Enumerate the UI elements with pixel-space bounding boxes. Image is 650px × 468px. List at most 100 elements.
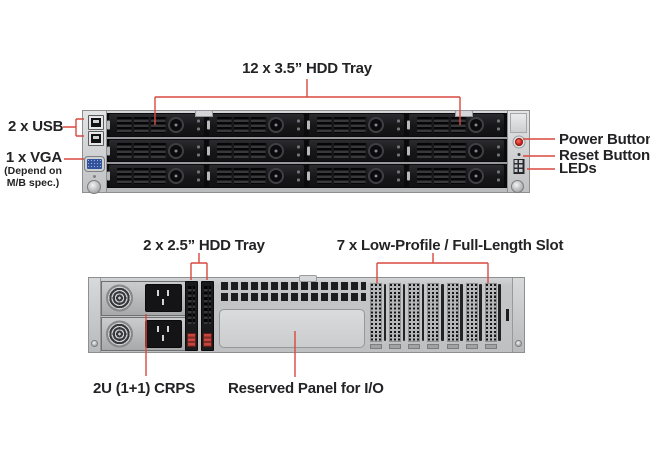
tray-led bbox=[497, 119, 500, 123]
vent-grid bbox=[221, 282, 366, 304]
tray-vent-grille bbox=[217, 142, 267, 159]
thumbscrew bbox=[87, 180, 101, 194]
psu-fan-grille bbox=[106, 320, 133, 348]
tray-led-indicators bbox=[497, 170, 500, 182]
tray-lock-knob bbox=[468, 116, 484, 133]
vga-note-line1: (Depend on bbox=[4, 165, 62, 177]
tray-led-indicators bbox=[197, 145, 200, 156]
ear-badge-plate bbox=[510, 113, 527, 133]
tray-vent-grille bbox=[317, 168, 367, 185]
hdd-tray-3-5 bbox=[409, 165, 504, 188]
pcie-slot bbox=[484, 281, 503, 351]
inlet-pin bbox=[167, 290, 169, 297]
tray-led-indicators bbox=[397, 119, 400, 131]
tray-led bbox=[497, 145, 500, 148]
tray-led bbox=[497, 178, 500, 182]
crps-label: 2U (1+1) CRPS bbox=[93, 380, 196, 397]
tray-led-indicators bbox=[397, 145, 400, 156]
front-bay-row bbox=[107, 162, 507, 189]
psu-module bbox=[101, 316, 191, 351]
pcie-slot bbox=[407, 281, 426, 351]
tray-lock-knob bbox=[168, 142, 184, 159]
tray-vent-grille bbox=[117, 168, 167, 185]
screw bbox=[515, 340, 522, 347]
tray-led-indicators bbox=[397, 170, 400, 182]
slot-divider bbox=[498, 284, 501, 341]
slot-divider bbox=[441, 284, 444, 341]
tray-lock-knob bbox=[168, 116, 184, 133]
power-button-label: Power Button bbox=[559, 131, 650, 148]
tray-vent-grille bbox=[217, 117, 267, 133]
hdd-tray-3-5 bbox=[309, 114, 404, 136]
front-drive-bays bbox=[107, 113, 507, 189]
tray-led bbox=[197, 153, 200, 156]
tray-lock-knob bbox=[268, 168, 284, 185]
tray-lock-knob bbox=[468, 168, 484, 185]
inlet-pin bbox=[162, 299, 164, 306]
hdd-tray-3-5 bbox=[209, 139, 304, 162]
screw bbox=[91, 340, 98, 347]
power-button bbox=[514, 138, 523, 146]
slot-divider bbox=[479, 284, 482, 341]
front-tray-label: 12 x 3.5” HDD Tray bbox=[242, 60, 372, 77]
tray-led-indicators bbox=[197, 170, 200, 182]
tray-vent-grille bbox=[317, 117, 367, 133]
pcie-slot bbox=[465, 281, 484, 351]
inlet-pin bbox=[157, 325, 159, 332]
pcie-slot-area bbox=[369, 281, 503, 351]
reserved-panel-label: Reserved Panel for I/O bbox=[228, 380, 384, 397]
tray-led-indicators bbox=[197, 119, 200, 131]
side-slit bbox=[506, 309, 509, 321]
tray-led bbox=[397, 127, 400, 131]
tray-led bbox=[197, 119, 200, 123]
tray-release-latch bbox=[187, 333, 196, 347]
tray-vent-grille bbox=[417, 142, 467, 159]
slot-vent-cover bbox=[484, 283, 497, 342]
tray-vent-grille bbox=[317, 142, 367, 159]
hdd-tray-3-5 bbox=[409, 139, 504, 162]
hdd-tray-2-5 bbox=[185, 281, 198, 351]
indicator-led bbox=[93, 175, 96, 178]
tray-led bbox=[197, 170, 200, 174]
tray-led-indicators bbox=[297, 119, 300, 131]
tray-led bbox=[397, 170, 400, 174]
tray-vent-slots bbox=[204, 286, 211, 324]
hdd-tray-3-5 bbox=[209, 114, 304, 136]
vga-port bbox=[85, 157, 104, 171]
vga-note-line2: M/B spec.) bbox=[6, 176, 60, 189]
psu-stack bbox=[101, 281, 191, 351]
tray-led bbox=[397, 119, 400, 123]
slot-divider bbox=[383, 284, 387, 341]
usb-label: 2 x USB bbox=[8, 118, 64, 135]
front-bay-row bbox=[107, 113, 507, 137]
hdd-tray-3-5 bbox=[409, 114, 504, 136]
rear-view-chassis bbox=[88, 275, 525, 353]
reset-button bbox=[517, 153, 520, 156]
hdd-tray-3-5 bbox=[109, 114, 204, 136]
reset-button-label: Reset Button bbox=[559, 147, 650, 164]
tray-lock-knob bbox=[368, 116, 384, 133]
psu-power-inlet bbox=[145, 319, 182, 348]
rear-hdd-label: 2 x 2.5” HDD Tray bbox=[143, 237, 265, 254]
rear-slot-label: 7 x Low-Profile / Full-Length Slot bbox=[336, 237, 564, 254]
tray-led bbox=[497, 127, 500, 131]
hdd-tray-3-5 bbox=[309, 165, 404, 188]
slot-bracket-tab bbox=[446, 344, 459, 349]
thumbscrew bbox=[511, 180, 524, 193]
usb-port bbox=[88, 115, 104, 130]
hdd-tray-3-5 bbox=[109, 165, 204, 188]
chassis-top-tab bbox=[299, 275, 317, 282]
vga-note-label: (Depend on M/B spec.) bbox=[0, 165, 66, 190]
reserved-io-panel bbox=[219, 309, 365, 348]
hdd-tray-2-5 bbox=[201, 281, 214, 351]
callout-usb-bracket bbox=[63, 118, 84, 137]
pcie-slot bbox=[446, 281, 465, 351]
tray-led bbox=[497, 170, 500, 174]
usb-port bbox=[88, 131, 104, 146]
hdd-tray-3-5 bbox=[209, 165, 304, 188]
psu-fan-grille bbox=[106, 284, 133, 312]
inlet-pin bbox=[157, 290, 159, 297]
tray-led bbox=[397, 153, 400, 156]
slot-bracket-tab bbox=[389, 344, 402, 349]
slot-vent-cover bbox=[465, 283, 478, 342]
